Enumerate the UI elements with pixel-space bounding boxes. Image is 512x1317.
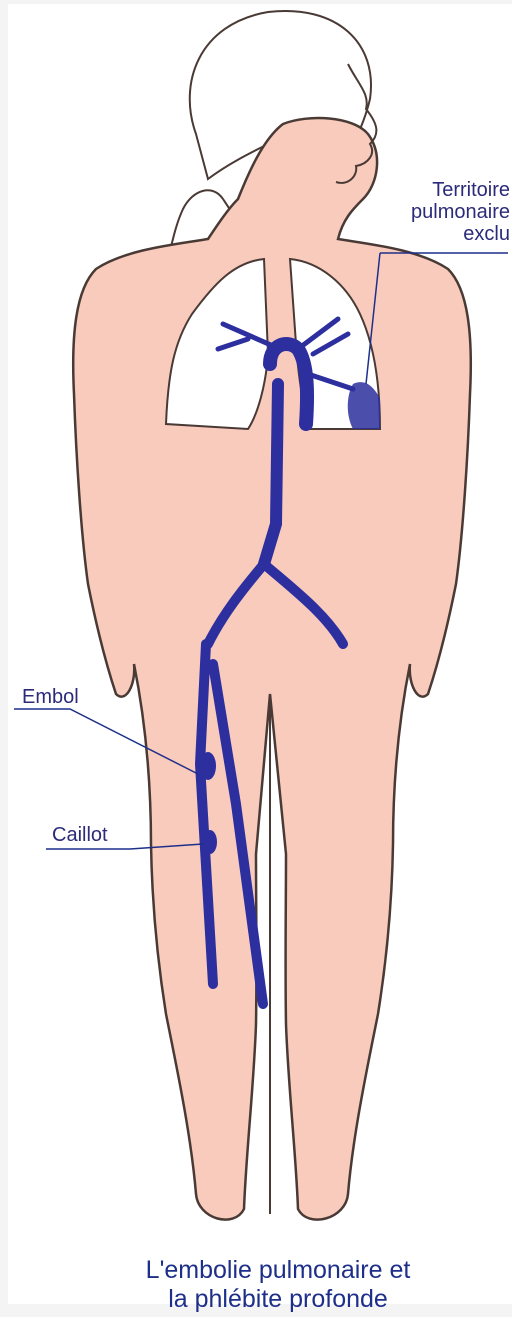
clot-mark: [203, 830, 217, 854]
body-silhouette: [73, 118, 471, 1220]
caillot-label: Caillot: [52, 824, 108, 846]
illustration-canvas: Territoire pulmonaire exclu Embol Caillo…: [8, 4, 512, 1304]
caption-line1: L'embolie pulmonaire et: [68, 1256, 488, 1285]
embol-label: Embol: [22, 686, 79, 708]
caption: L'embolie pulmonaire et la phlébite prof…: [68, 1256, 488, 1314]
territory-label-line2: pulmonaire: [368, 201, 510, 223]
territory-label: Territoire pulmonaire exclu: [368, 179, 510, 245]
territory-label-line3: exclu: [368, 223, 510, 245]
embolus-mark: [200, 752, 216, 780]
territory-label-line1: Territoire: [368, 179, 510, 201]
caption-line2: la phlébite profonde: [68, 1285, 488, 1314]
